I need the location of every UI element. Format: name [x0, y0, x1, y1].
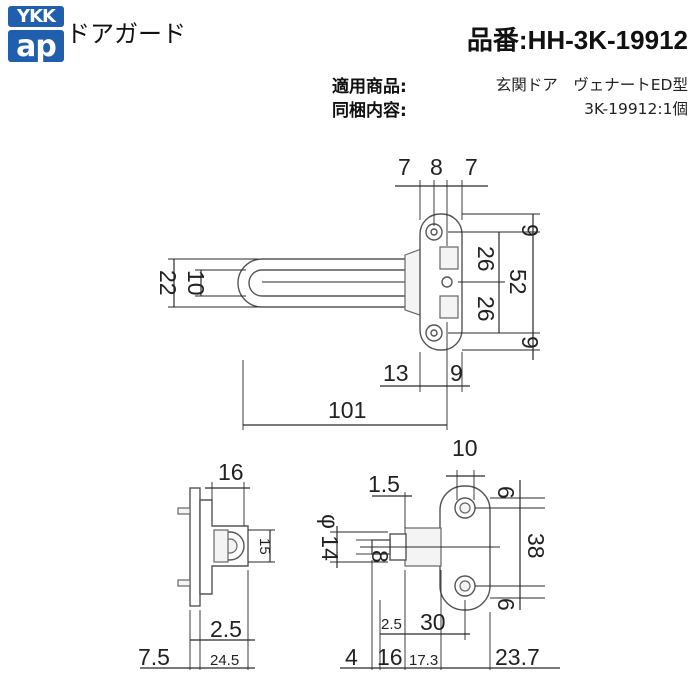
- dim-7-5: 7.5: [138, 644, 170, 670]
- dim-22: 22: [155, 270, 181, 296]
- dim-7-right: 7: [465, 154, 478, 180]
- dim-24-5: 24.5: [210, 652, 239, 669]
- ykk-ap-logo: YKK ap: [8, 6, 64, 64]
- dim-23-7: 23.7: [495, 644, 540, 670]
- dim-17-3: 17.3: [409, 652, 438, 669]
- dim-8: 8: [367, 550, 393, 563]
- knuckle-top: [439, 246, 459, 270]
- dim-26-bottom: 26: [473, 296, 499, 322]
- dim-16-bottom: 16: [377, 644, 403, 670]
- product-name: ドアガード: [66, 20, 186, 48]
- dim-1-5: 1.5: [368, 471, 400, 497]
- dim-phi-14: φ 14: [317, 514, 343, 561]
- dim-8: 8: [430, 154, 443, 180]
- side-mount: [213, 529, 229, 563]
- side-screw-bottom: [177, 579, 191, 587]
- applicable-value: 玄関ドア ヴェナートED型: [495, 76, 688, 94]
- applicable-product-row: 適用商品: 玄関ドア ヴェナートED型: [332, 72, 688, 97]
- dim-26-top: 26: [473, 246, 499, 272]
- dim-7-left: 7: [398, 154, 411, 180]
- applicable-label: 適用商品:: [332, 77, 407, 97]
- dim-2-5-left: 2.5: [210, 616, 242, 642]
- dim-4: 4: [345, 644, 358, 670]
- side-base-plate: [189, 487, 201, 607]
- contents-row: 同梱内容: 3K-19912:1個: [332, 96, 688, 121]
- logo-text-top: YKK: [17, 6, 56, 27]
- dim-10-front: 10: [452, 435, 478, 461]
- dim-9-mid: 9: [450, 360, 463, 386]
- front-hole-bottom-inner: [459, 580, 471, 592]
- screw-center-bottom: [430, 329, 438, 337]
- pivot-pin: [441, 276, 453, 288]
- front-hole-top-inner: [459, 502, 471, 514]
- dim-52: 52: [505, 269, 531, 295]
- dim-10: 10: [183, 270, 209, 296]
- dim-2-5-front: 2.5: [381, 616, 402, 633]
- front-view: 10 1.5 6 38 6 φ 14: [317, 435, 560, 670]
- logo-text-bottom: ap: [16, 29, 57, 64]
- dim-15: 15: [256, 538, 273, 555]
- dim-30: 30: [420, 609, 446, 635]
- contents-value: 3K-19912:1個: [584, 100, 688, 118]
- side-screw-top: [177, 507, 191, 515]
- dim-6-bottom-front: 6: [493, 598, 519, 611]
- knuckle-bottom: [439, 295, 459, 319]
- logo-top-bar: [8, 6, 64, 27]
- screw-center-top: [430, 228, 438, 236]
- dim-6-top-front: 6: [493, 486, 519, 499]
- side-view: 16 15 2.5 7.5 24.5: [138, 459, 275, 670]
- top-view: 7 8 7 9 26 52 26 9: [155, 154, 543, 430]
- dim-38: 38: [523, 533, 549, 559]
- part-number: 品番:HH-3K-19912: [466, 25, 688, 55]
- guard-arm: [237, 258, 413, 308]
- dim-13: 13: [383, 360, 409, 386]
- dim-101: 101: [328, 397, 366, 423]
- dim-9-top: 9: [517, 224, 543, 237]
- dim-9-bottom: 9: [517, 336, 543, 349]
- dim-16-top: 16: [218, 459, 244, 485]
- contents-label: 同梱内容:: [332, 101, 407, 121]
- logo-bottom-bar: [8, 30, 64, 62]
